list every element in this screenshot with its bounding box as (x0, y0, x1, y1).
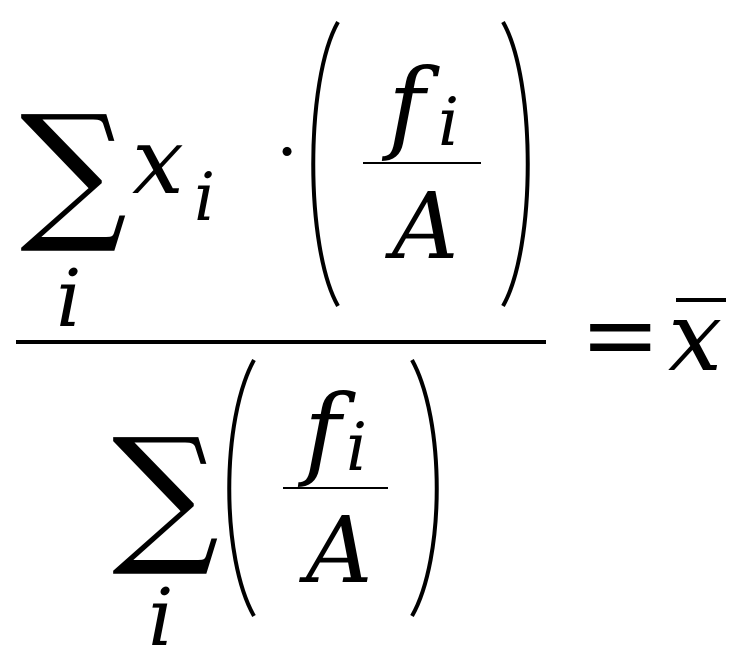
denominator: ∑ i f i A (112, 359, 439, 664)
numerator-fraction-f: f (381, 47, 440, 164)
result-x-bar: x (668, 281, 722, 393)
equals-sign: = (580, 279, 660, 391)
multiplication-dot: · (276, 111, 298, 193)
numerator-fraction-f-subscript: i (438, 84, 459, 161)
denominator-fraction-A: A (298, 497, 372, 604)
denominator-sum-symbol: ∑ (112, 407, 219, 581)
numerator-fraction-A: A (384, 173, 458, 280)
denominator-fraction-f-subscript: i (346, 409, 367, 486)
numerator-variable-subscript: i (194, 159, 215, 236)
denominator-sum-index: i (148, 571, 174, 664)
denominator-right-paren (410, 359, 439, 617)
numerator-variable-x: x (132, 108, 184, 215)
numerator-right-paren (501, 21, 530, 307)
numerator: ∑ i x i · f i A (20, 21, 530, 345)
numerator-sum-index: i (56, 252, 82, 345)
denominator-left-paren (227, 359, 256, 617)
numerator-left-paren (311, 21, 340, 307)
numerator-sum-symbol: ∑ (20, 84, 127, 258)
